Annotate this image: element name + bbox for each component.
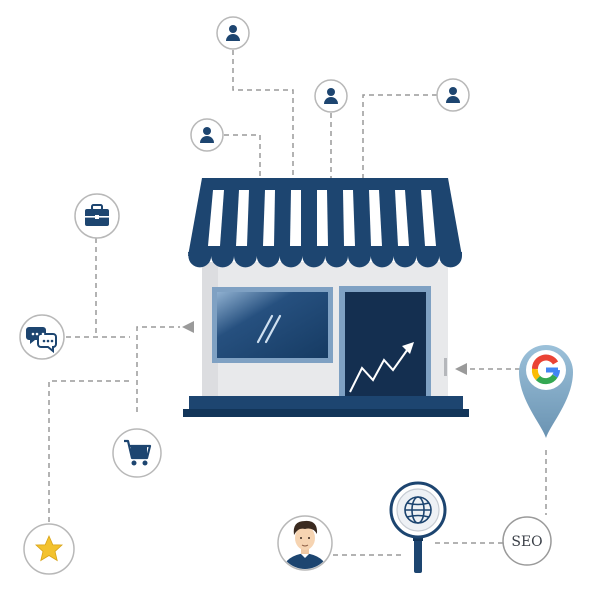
- storefront-icon: [183, 178, 469, 417]
- arrow-head-left: [182, 321, 194, 333]
- store-window: [217, 292, 328, 358]
- person-avatar-icon: [277, 515, 333, 571]
- awning-scallops: [188, 252, 462, 268]
- connector-user-3: [362, 94, 437, 178]
- connector-lines: [48, 50, 547, 556]
- shopping-cart-icon: [112, 428, 162, 478]
- connector-user-1: [232, 50, 294, 178]
- seo-label: SEO: [511, 534, 542, 550]
- connector-user-4: [224, 134, 261, 178]
- star-icon: [23, 523, 75, 575]
- briefcase-icon: [74, 193, 120, 239]
- connector-star: [48, 380, 130, 522]
- awning-stripes: [208, 190, 436, 246]
- user-icon: [216, 16, 250, 50]
- user-icon: [190, 118, 224, 152]
- connector-cart: [136, 326, 180, 412]
- store-base: [189, 396, 463, 410]
- store-door: [345, 292, 426, 398]
- globe-magnifier-icon: [389, 481, 447, 573]
- user-icon: [314, 79, 348, 113]
- user-icon: [436, 78, 470, 112]
- google-map-pin-icon: [519, 345, 573, 438]
- growth-arrow: [349, 345, 411, 393]
- chat-bubbles-icon: [19, 314, 65, 360]
- arrow-head-right: [455, 363, 467, 375]
- seo-badge: SEO: [502, 516, 552, 566]
